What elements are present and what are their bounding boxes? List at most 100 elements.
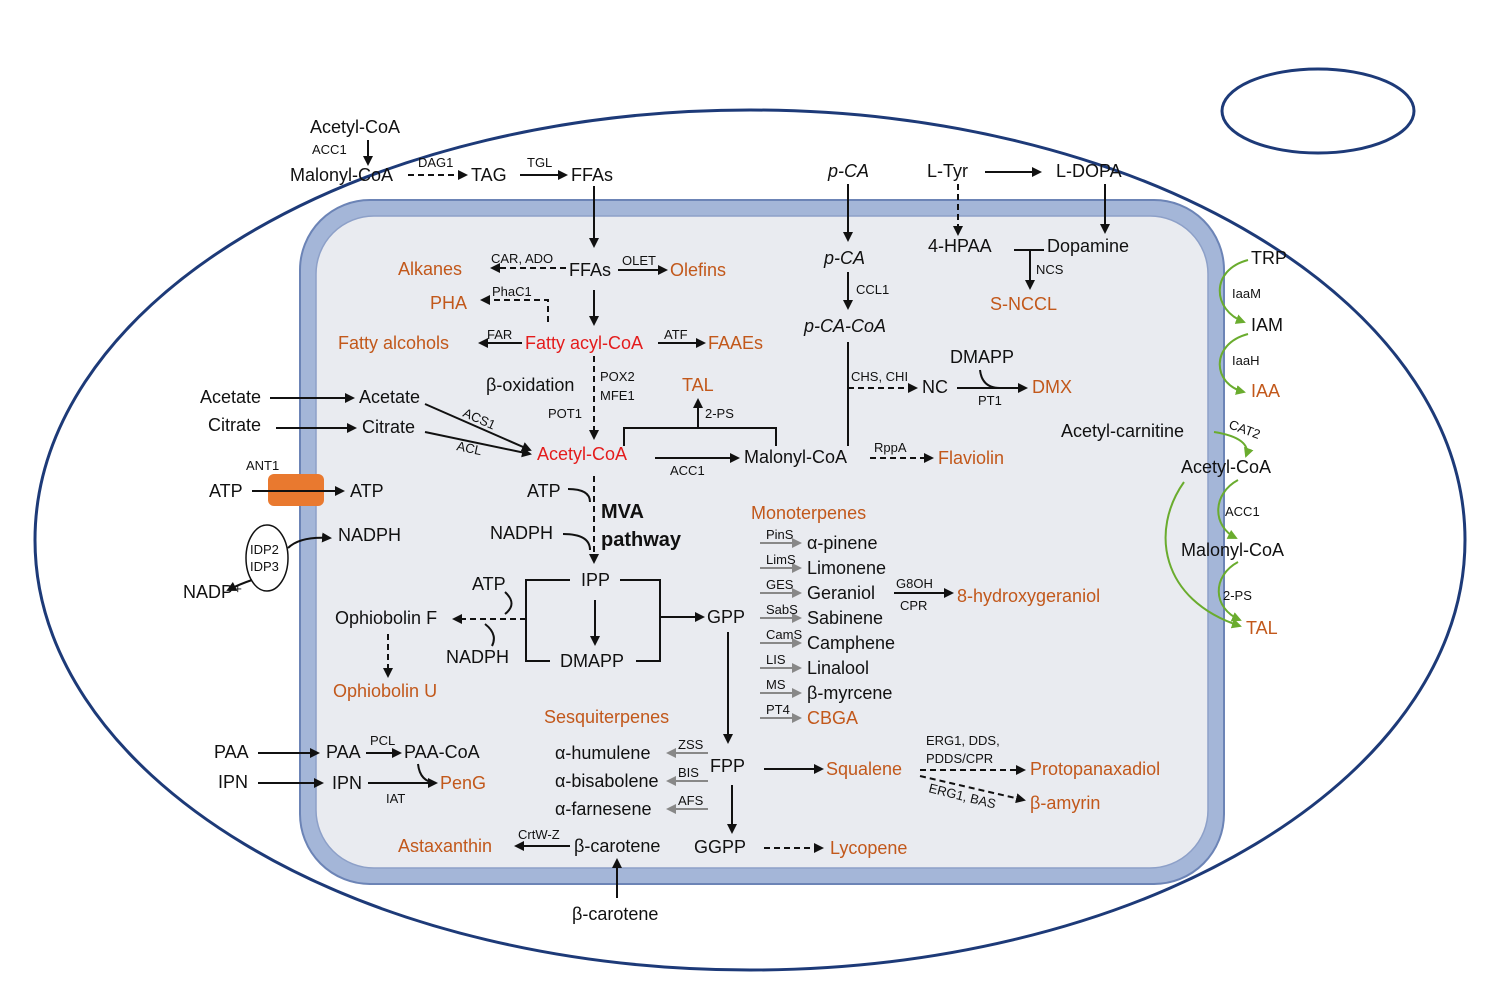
right-acetyl-coa: Acetyl-CoA [1181, 457, 1271, 477]
ldopa-label: L-DOPA [1056, 161, 1122, 181]
mva-atp: ATP [527, 481, 561, 501]
idp-enzyme-circle [245, 524, 289, 592]
phac1-label: PhaC1 [492, 284, 532, 299]
sesquiterpene-list: ZSSα-humuleneBISα-bisaboleneAFSα-farnese… [555, 737, 708, 819]
ggpp: GGPP [694, 837, 746, 857]
ipp: IPP [581, 570, 610, 590]
ophiobolin-f: Ophiobolin F [335, 608, 437, 628]
fpp: FPP [710, 756, 745, 776]
cyto-citrate: Citrate [208, 415, 261, 435]
monoterpenes-heading: Monoterpenes [751, 503, 866, 523]
monoterpene-enzyme: PT4 [766, 702, 790, 717]
pathway-label: pathway [601, 529, 682, 551]
monoterpene-product: Geraniol [807, 583, 875, 603]
cyto-paa: PAA [214, 742, 249, 762]
monoterpene-enzyme: LimS [766, 552, 796, 567]
ophio-nadph: NADPH [446, 647, 509, 667]
monoterpene-product: α-pinene [807, 533, 877, 553]
sesquiterpenes-heading: Sesquiterpenes [544, 707, 669, 727]
cyto-atp: ATP [209, 481, 243, 501]
org-citrate: Citrate [362, 417, 415, 437]
pha: PHA [430, 293, 467, 313]
cyto-pca: p-CA [827, 161, 869, 181]
idp3-label: IDP3 [250, 559, 279, 574]
mva-label: MVA [601, 501, 644, 523]
lycopene: Lycopene [830, 838, 907, 858]
ncs-label: NCS [1036, 262, 1064, 277]
acetyl-carnitine: Acetyl-carnitine [1061, 421, 1184, 441]
cyto-malonyl-coa: Malonyl-CoA [290, 165, 393, 185]
b-amyrin: β-amyrin [1030, 793, 1100, 813]
olefins: Olefins [670, 260, 726, 280]
org-bcarotene: β-carotene [574, 836, 660, 856]
iam: IAM [1251, 315, 1283, 335]
car-ado-label: CAR, ADO [491, 251, 553, 266]
monoterpene-product: Camphene [807, 633, 895, 653]
monoterpene-enzyme: LIS [766, 652, 786, 667]
pcl-label: PCL [370, 733, 395, 748]
hydroxygeraniol: 8-hydroxygeraniol [957, 586, 1100, 606]
acl-label: ACL [455, 438, 483, 458]
two-ps-label: 2-PS [705, 406, 734, 421]
tag-label: TAG [471, 165, 507, 185]
dmx-dmapp: DMAPP [950, 347, 1014, 367]
monoterpene-enzyme: GES [766, 577, 794, 592]
right-two-ps: 2-PS [1223, 588, 1252, 603]
faaes: FAAEs [708, 333, 763, 353]
sesquiterpene-enzyme: ZSS [678, 737, 704, 752]
iat-label: IAT [386, 791, 405, 806]
gpp: GPP [707, 607, 745, 627]
cyto-acetate: Acetate [200, 387, 261, 407]
erg1-dds-label: ERG1, DDS, [926, 733, 1000, 748]
cyto-ffas: FFAs [571, 165, 613, 185]
right-acc1: ACC1 [1225, 504, 1260, 519]
cyto-acc1: ACC1 [312, 142, 347, 157]
monoterpene-product: β-myrcene [807, 683, 892, 703]
tgl-label: TGL [527, 155, 552, 170]
fatty-alcohols: Fatty alcohols [338, 333, 449, 353]
squalene: Squalene [826, 759, 902, 779]
org-acetate: Acetate [359, 387, 420, 407]
pot1-label: POT1 [548, 406, 582, 421]
monoterpene-enzyme: SabS [766, 602, 798, 617]
beta-oxidation: β-oxidation [486, 375, 574, 395]
mva-nadph: NADPH [490, 523, 553, 543]
olet-label: OLET [622, 253, 656, 268]
right-tal: TAL [1246, 618, 1278, 638]
iaam-label: IaaM [1232, 286, 1261, 301]
far-label: FAR [487, 327, 512, 342]
trp: TRP [1251, 248, 1287, 268]
iaah-label: IaaH [1232, 353, 1259, 368]
cyto-acetyl-coa: Acetyl-CoA [310, 117, 400, 137]
idp2-label: IDP2 [250, 542, 279, 557]
fatty-acyl-coa: Fatty acyl-CoA [525, 333, 643, 353]
protopanaxadiol: Protopanaxadiol [1030, 759, 1160, 779]
sesquiterpene-enzyme: AFS [678, 793, 704, 808]
dmapp: DMAPP [560, 651, 624, 671]
org-ffas: FFAs [569, 260, 611, 280]
rppa-label: RppA [874, 440, 907, 455]
hpaa: 4-HPAA [928, 236, 992, 256]
sesquiterpene-product: α-bisabolene [555, 771, 658, 791]
monoterpene-product: Sabinene [807, 608, 883, 628]
g8oh-label: G8OH [896, 576, 933, 591]
org-pca: p-CA [823, 248, 865, 268]
dmx: DMX [1032, 377, 1072, 397]
malonyl-coa-peroxisome: Malonyl-CoA [744, 447, 847, 467]
acetyl-coa-peroxisome: Acetyl-CoA [537, 444, 627, 464]
mfe1-label: MFE1 [600, 388, 635, 403]
monoterpene-enzyme: MS [766, 677, 786, 692]
ccl1-label: CCL1 [856, 282, 889, 297]
ophiobolin-u: Ophiobolin U [333, 681, 437, 701]
pox2-label: POX2 [600, 369, 635, 384]
ltyr-label: L-Tyr [927, 161, 968, 181]
crtwz-label: CrtW-Z [518, 827, 560, 842]
cpr-label: CPR [900, 598, 927, 613]
org-ipn: IPN [332, 773, 362, 793]
astaxanthin: Astaxanthin [398, 836, 492, 856]
sesquiterpene-product: α-humulene [555, 743, 650, 763]
pca-coa: p-CA-CoA [803, 316, 886, 336]
cyto-nadp: NADP⁺ [183, 582, 243, 602]
